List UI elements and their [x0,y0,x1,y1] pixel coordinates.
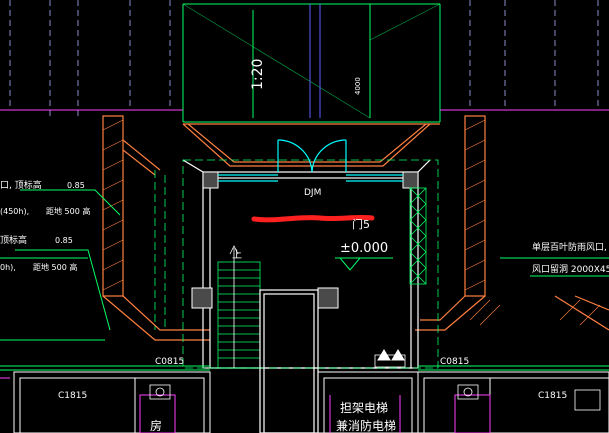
bottom-rooms [13,371,609,433]
wall-hatch [102,119,601,326]
room-label: 房 [150,418,162,433]
slope-label: 1:20 [250,59,266,90]
corridor-walls [259,289,319,433]
fixtures [149,354,601,411]
note-right-1: 单层百叶防雨风口, 顶标 [532,241,609,253]
bottom-green-trim [0,339,609,371]
window-left-label: C0815 [155,357,184,367]
elevator-label-2: 兼消防电梯 [336,418,396,433]
main-door [218,139,403,182]
note-left-4a: 0h), [0,263,16,272]
stair-up-label: 上 [232,249,242,261]
lattice-screen [409,187,427,285]
note-left-1b: 0.85 [67,181,85,190]
note-left-2b: 距地 500 高 [46,206,90,216]
grid-lines [9,0,599,120]
redline-markup [251,214,375,223]
elevation-label: ±0.000 [340,241,388,256]
note-left-3a: 顶标高 [0,234,27,246]
note-right-2: 风口留洞 2000X450h [532,263,609,275]
canopy-walls [102,115,609,341]
elevation-marker [335,257,393,271]
elevator-symbol [377,349,405,361]
note-left-1a: 口, 顶标高 [0,179,42,191]
dimension-4000: 4000 [354,77,362,95]
stair [217,245,261,369]
window-bottom-right-label: C1815 [538,391,567,401]
structural-columns [191,171,419,309]
annotation-leaders [0,189,609,331]
note-left-2a: (450h), [0,207,29,216]
door-side-label: 门5 [352,217,370,231]
ramp-outline [182,3,441,123]
note-left-3b: 0.85 [55,236,73,245]
hall-inner-dash [154,159,439,369]
elevator-label-1: 担架电梯 [340,401,388,415]
bottom-magenta [0,377,491,433]
window-bottom-left-label: C1815 [58,391,87,401]
note-left-4b: 距地 500 高 [33,262,77,272]
door-main-label: DJM [304,188,321,198]
window-right-label: C0815 [440,357,469,367]
